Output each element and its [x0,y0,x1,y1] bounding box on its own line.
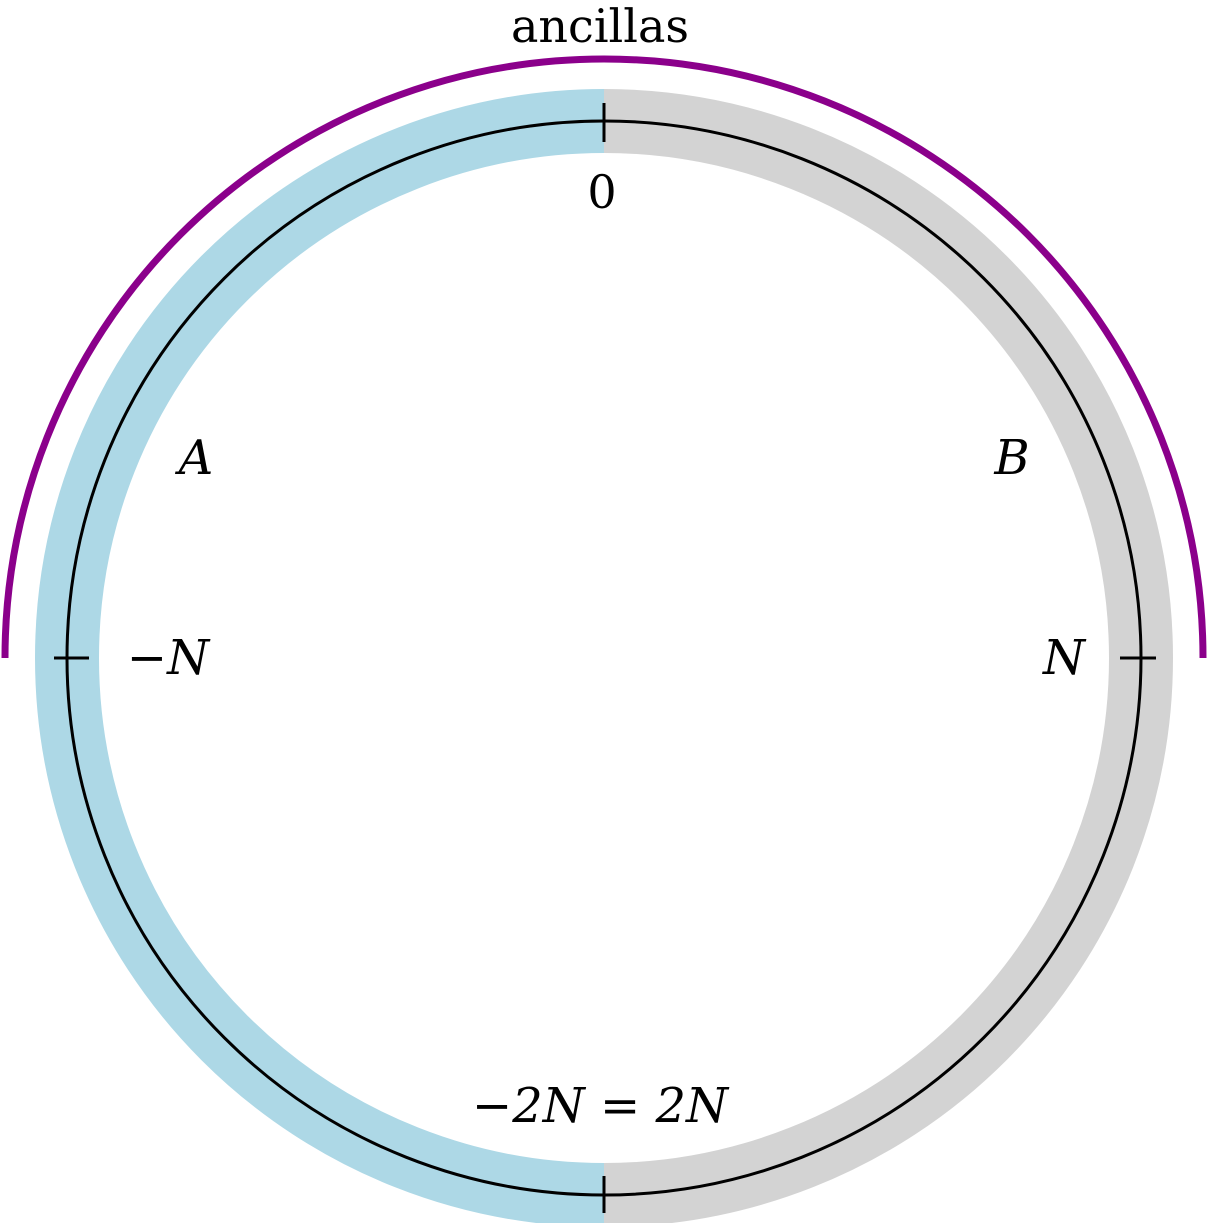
region-a-label: A [175,430,214,486]
tick-label-neg-n: −N [127,630,211,686]
tick-label-0: 0 [587,165,616,219]
ancillas-label: ancillas [511,0,689,53]
region-b-label: B [993,430,1029,486]
tick-label-n: N [1042,630,1087,686]
ancilla-arc [1,55,1207,659]
tick-label-bottom: −2N = 2N [472,1078,730,1134]
